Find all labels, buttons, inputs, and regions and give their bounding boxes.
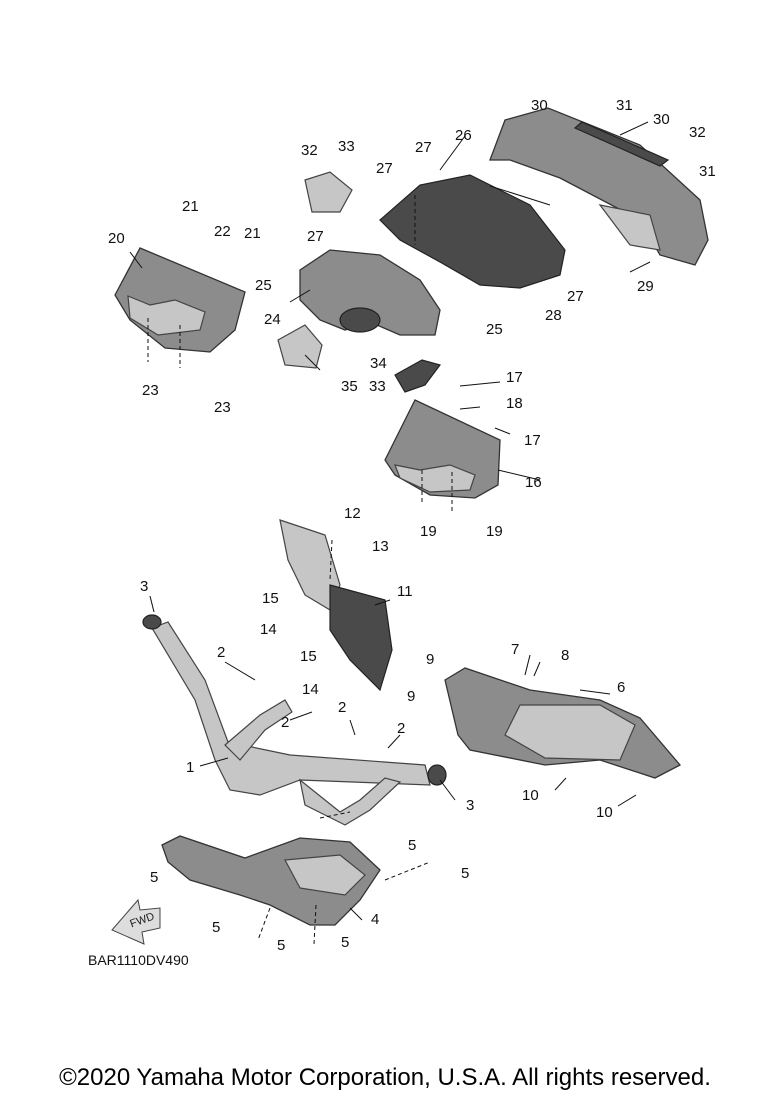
callout-27: 28 — [545, 307, 562, 324]
callout-9: 9 — [407, 688, 415, 705]
callout-2: 2 — [281, 714, 289, 731]
callout-5: 5 — [212, 919, 220, 936]
callout-27: 27 — [307, 228, 324, 245]
leader-lines — [129, 121, 651, 921]
callout-14: 14 — [260, 621, 277, 638]
alignment-lines — [147, 195, 453, 945]
callout-19: 19 — [420, 523, 437, 540]
callout-5: 5 — [150, 869, 158, 886]
callout-15: 15 — [262, 590, 279, 607]
callout-18: 18 — [506, 395, 523, 412]
callout-27: 27 — [567, 288, 584, 305]
callout-4: 4 — [371, 911, 379, 928]
part-28-guard — [489, 107, 709, 266]
callout-32: 32 — [301, 142, 318, 159]
callout-7: 7 — [511, 641, 519, 658]
callout-32: 33 — [369, 378, 386, 395]
callout-5: 5 — [408, 837, 416, 854]
callout-21: 21 — [182, 198, 199, 215]
callout-2: 2 — [217, 644, 225, 661]
fwd-arrow: FWD — [111, 898, 161, 945]
callout-25: 25 — [486, 321, 503, 338]
callout-29: 30 — [653, 111, 670, 128]
callout-20: 20 — [108, 230, 125, 247]
callout-14: 14 — [302, 681, 319, 698]
callout-5: 5 — [461, 865, 469, 882]
callout-23: 23 — [142, 382, 159, 399]
callout-33: 33 — [338, 138, 355, 155]
callout-33: 34 — [370, 355, 387, 372]
callout-15: 15 — [300, 648, 317, 665]
callout-34: 35 — [341, 378, 358, 395]
callout-11: 11 — [397, 583, 413, 600]
callout-31: 32 — [689, 124, 706, 141]
part-20-shield — [114, 247, 246, 353]
part-11-guard — [279, 519, 393, 692]
part-32-plate-top — [304, 171, 353, 213]
callout-13: 13 — [372, 538, 389, 555]
part-29-strip — [573, 121, 670, 167]
callout-23: 23 — [214, 399, 231, 416]
callout-19: 19 — [486, 523, 503, 540]
callout-8: 8 — [561, 647, 569, 664]
part-34-plate — [277, 324, 323, 369]
callout-27: 27 — [415, 139, 432, 156]
callout-27: 27 — [376, 160, 393, 177]
callout-31: 31 — [616, 97, 633, 114]
part-26-cover — [379, 174, 566, 289]
copyright-notice: ©2020 Yamaha Motor Corporation, U.S.A. A… — [59, 1064, 711, 1091]
part-32-plate-bottom — [394, 359, 442, 393]
callout-9: 9 — [426, 651, 434, 668]
callout-labels: 1 2 2 2 2 3 3 4 5 5 5 5 5 5 6 7 8 9 9 10… — [108, 97, 716, 954]
callout-1: 1 — [186, 759, 194, 776]
callout-10: 10 — [522, 787, 539, 804]
callout-28: 29 — [637, 278, 654, 295]
callout-2: 2 — [397, 720, 405, 737]
callout-5: 5 — [341, 934, 349, 951]
part-6-guard — [444, 667, 682, 779]
callout-30: 31 — [699, 163, 716, 180]
callout-17: 17 — [524, 432, 541, 449]
callout-6: 6 — [617, 679, 625, 696]
part-4-skidplate — [161, 835, 381, 926]
callout-25: 25 — [255, 277, 272, 294]
part-24-cover — [299, 249, 441, 336]
callout-30: 30 — [531, 97, 548, 114]
part-16-shield — [384, 399, 501, 499]
callout-10: 10 — [596, 804, 613, 821]
callout-17: 17 — [506, 369, 523, 386]
callout-12: 12 — [344, 505, 361, 522]
callout-16: 16 — [525, 474, 542, 491]
callout-5: 5 — [277, 937, 285, 954]
callout-21: 21 — [244, 225, 261, 242]
part-1-bumper — [142, 614, 447, 826]
callout-3: 3 — [466, 797, 474, 814]
callout-24: 24 — [264, 311, 281, 328]
callout-26: 26 — [455, 127, 472, 144]
diagram-code: BAR1110DV490 — [88, 952, 189, 968]
callout-22: 22 — [214, 223, 231, 240]
callout-3: 3 — [140, 578, 148, 595]
callout-2: 2 — [338, 699, 346, 716]
